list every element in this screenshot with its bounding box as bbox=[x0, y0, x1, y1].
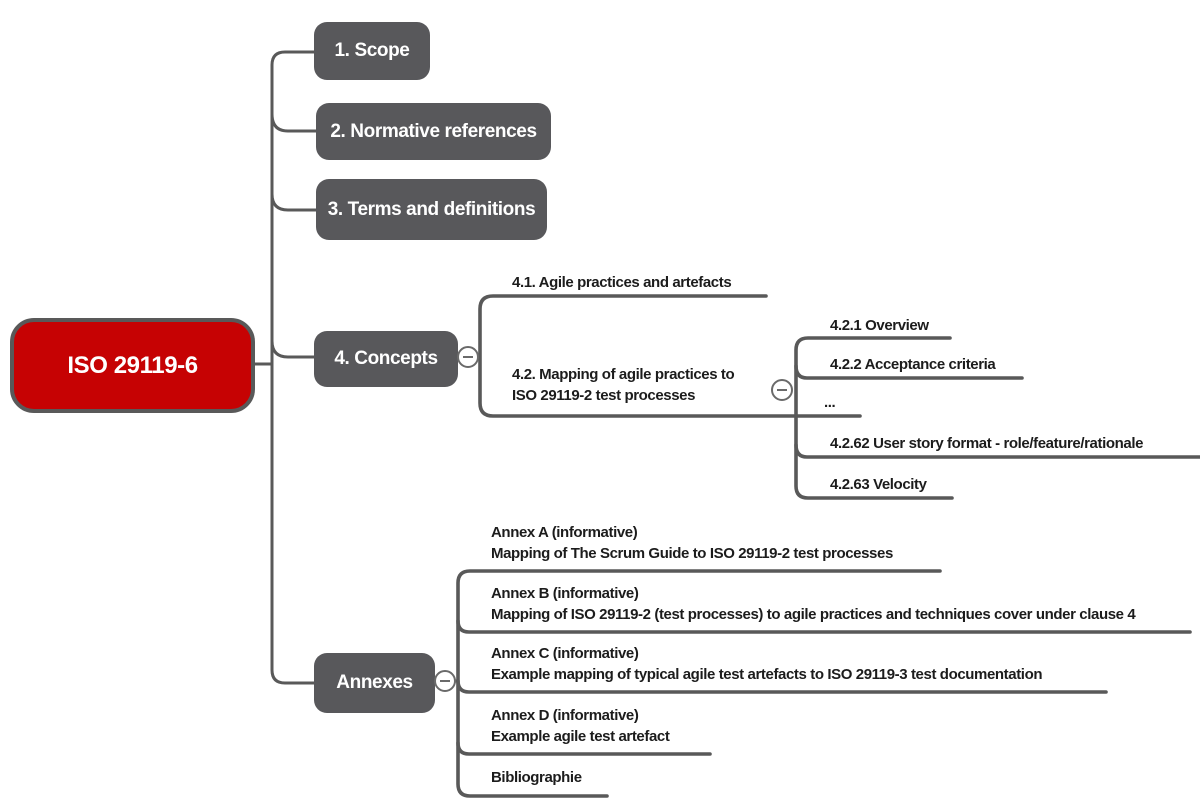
minus-icon bbox=[463, 356, 473, 358]
subtopic-4-2-ellipsis[interactable]: ... bbox=[824, 394, 836, 411]
topic-concepts[interactable]: 4. Concepts bbox=[314, 331, 458, 387]
minus-icon bbox=[440, 680, 450, 682]
branch-4-2-62-line bbox=[794, 443, 1200, 459]
subtopic-annex-b[interactable]: Annex B (informative) Mapping of ISO 291… bbox=[491, 583, 1136, 625]
annex-a-title: Annex A (informative) bbox=[491, 524, 638, 541]
annex-b-description: Mapping of ISO 29119-2 (test processes) … bbox=[491, 606, 1136, 623]
branch-annex-c-line bbox=[456, 679, 1108, 694]
annex-d-description: Example agile test artefact bbox=[491, 728, 670, 745]
branch-annex-b-line bbox=[456, 619, 1192, 634]
connector-concepts bbox=[270, 339, 316, 359]
minus-icon bbox=[777, 389, 787, 391]
root-node-iso-29119-6[interactable]: ISO 29119-6 bbox=[10, 318, 255, 413]
subtopic-4-1[interactable]: 4.1. Agile practices and artefacts bbox=[512, 274, 732, 291]
subtopic-4-2[interactable]: 4.2. Mapping of agile practices to ISO 2… bbox=[512, 364, 735, 406]
collapse-button-4-2-mapping[interactable] bbox=[771, 379, 793, 401]
collapse-button-concepts[interactable] bbox=[457, 346, 479, 368]
subtopic-4-2-line1: 4.2. Mapping of agile practices to bbox=[512, 366, 735, 383]
topic-normative-references[interactable]: 2. Normative references bbox=[316, 103, 551, 160]
subtopic-4-2-63[interactable]: 4.2.63 Velocity bbox=[830, 476, 927, 493]
collapse-button-annexes[interactable] bbox=[434, 670, 456, 692]
subtopic-annex-c[interactable]: Annex C (informative) Example mapping of… bbox=[491, 643, 1043, 685]
subtopic-4-2-2[interactable]: 4.2.2 Acceptance criteria bbox=[830, 356, 996, 373]
subtopic-bibliography[interactable]: Bibliographie bbox=[491, 769, 582, 786]
connector-terms bbox=[270, 192, 318, 212]
branch-4-1-and-4-2-lines bbox=[478, 294, 862, 418]
topic-scope[interactable]: 1. Scope bbox=[314, 22, 430, 80]
annex-a-description: Mapping of The Scrum Guide to ISO 29119-… bbox=[491, 545, 893, 562]
branch-4-2-2-line bbox=[794, 364, 1024, 380]
subtopic-4-2-1[interactable]: 4.2.1 Overview bbox=[830, 317, 929, 334]
connector-spine bbox=[270, 50, 316, 685]
connector-normative bbox=[270, 112, 318, 133]
annex-c-description: Example mapping of typical agile test ar… bbox=[491, 666, 1043, 683]
subtopic-4-2-62[interactable]: 4.2.62 User story format - role/feature/… bbox=[830, 435, 1144, 452]
annex-d-title: Annex D (informative) bbox=[491, 707, 639, 724]
annex-c-title: Annex C (informative) bbox=[491, 645, 639, 662]
branch-4-2-children-trunk bbox=[794, 336, 954, 500]
subtopic-annex-d[interactable]: Annex D (informative) Example agile test… bbox=[491, 705, 670, 747]
topic-terms-and-definitions[interactable]: 3. Terms and definitions bbox=[316, 179, 547, 240]
subtopic-4-2-line2: ISO 29119-2 test processes bbox=[512, 387, 696, 404]
subtopic-annex-a[interactable]: Annex A (informative) Mapping of The Scr… bbox=[491, 522, 893, 564]
topic-annexes[interactable]: Annexes bbox=[314, 653, 435, 713]
annex-b-title: Annex B (informative) bbox=[491, 585, 639, 602]
branch-annex-d-line bbox=[456, 741, 712, 756]
